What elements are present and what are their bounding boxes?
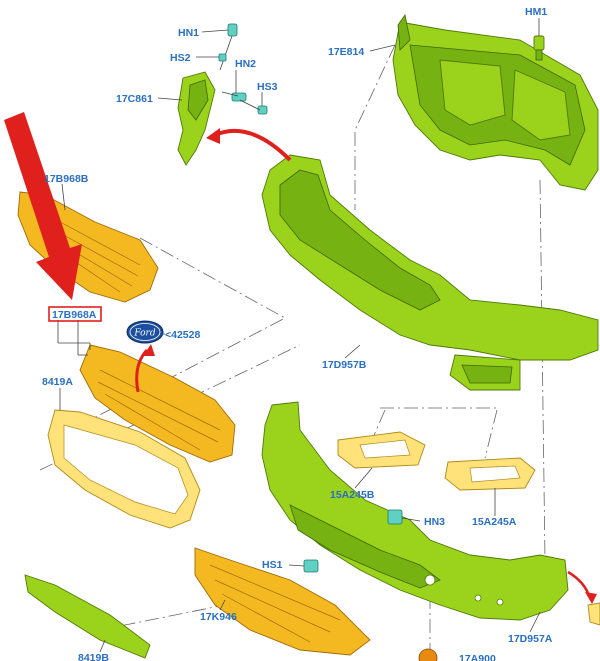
fastener-hs1 <box>288 559 319 573</box>
leader-lines <box>57 18 541 653</box>
red-pointer-arrow <box>4 112 82 300</box>
ford-badge-logo-text: Ford <box>133 329 155 339</box>
bracket-17c861 <box>177 71 216 166</box>
label-17b968b: 17B968B <box>44 173 89 185</box>
label-hn3: HN3 <box>424 516 445 528</box>
label-15a245a: 15A245A <box>472 516 517 528</box>
fastener-hs3 <box>239 99 268 115</box>
lower-trim-8419b <box>24 574 151 659</box>
label-17d957a: 17D957A <box>508 633 553 645</box>
label-42528: <42528 <box>165 329 200 341</box>
bezel-15a245a <box>444 457 536 491</box>
hm1-clip <box>533 35 545 61</box>
fastener-hn3 <box>387 509 421 525</box>
label-17c861: 17C861 <box>116 93 153 105</box>
lower-bumper-cover-17d957a <box>261 401 569 621</box>
red-curved-arrow-upper <box>206 128 292 162</box>
label-8419b: 8419B <box>78 652 109 661</box>
red-curved-arrow-right <box>567 570 597 604</box>
label-17d957b: 17D957B <box>322 359 367 371</box>
label-hs2: HS2 <box>170 52 191 64</box>
red-curved-arrow-badge <box>135 344 155 393</box>
upper-grille-reinforcement <box>392 14 599 191</box>
label-hn1: HN1 <box>178 27 199 39</box>
label-17b968a: 17B968A <box>52 309 97 321</box>
label-17a900: 17A900 <box>459 653 496 661</box>
part-17a900 <box>418 648 438 661</box>
label-17e814: 17E814 <box>328 46 364 58</box>
fastener-hn2 <box>221 91 247 102</box>
fastener-hs2 <box>218 53 227 62</box>
label-8419a: 8419A <box>42 376 73 388</box>
grille-surround-8419a <box>47 409 201 529</box>
label-17k946: 17K946 <box>200 611 237 623</box>
partial-part-right-edge <box>587 602 600 626</box>
label-hs1: HS1 <box>262 559 283 571</box>
label-15a245b: 15A245B <box>330 489 375 501</box>
lower-grille-17k946 <box>194 547 371 656</box>
highlight-box-17b968a <box>48 306 102 322</box>
bumper-cover-17d957b <box>261 154 599 391</box>
label-hs3: HS3 <box>257 81 278 93</box>
grille-17b968a <box>79 344 236 463</box>
part-labels: HN1 HS2 HN2 HS3 17C861 17E814 HM1 17B968… <box>42 6 553 661</box>
ford-badge: Ford <box>126 320 164 344</box>
label-hm1: HM1 <box>525 6 547 18</box>
label-hn2: HN2 <box>235 58 256 70</box>
bezel-15a245b <box>337 431 426 469</box>
